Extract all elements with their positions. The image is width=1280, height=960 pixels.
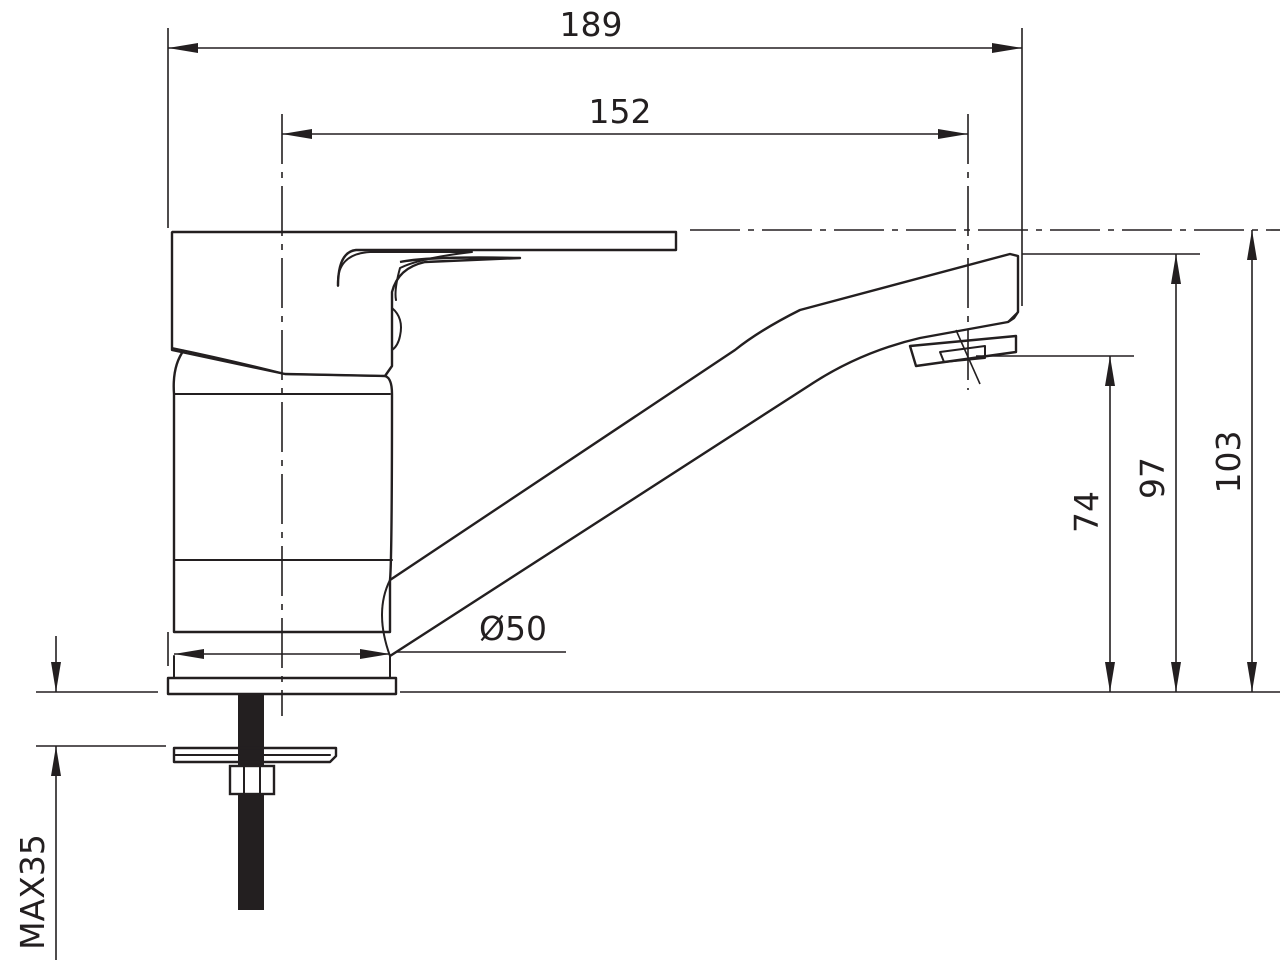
mounting-stud (238, 694, 264, 910)
faucet-outline (166, 230, 1020, 910)
dim-label-97: 97 (1133, 457, 1172, 499)
dim-label-max35: MAX35 (13, 834, 52, 950)
dim-label-74: 74 (1067, 491, 1106, 533)
lever-handle (170, 230, 678, 378)
mounting-plate (172, 746, 338, 764)
dim-label-50: Ø50 (479, 609, 547, 648)
dim-label-189: 189 (560, 5, 623, 44)
base-flange (166, 676, 398, 696)
spout (389, 252, 1020, 658)
centerlines (281, 114, 1280, 716)
dim-label-152: 152 (589, 92, 652, 131)
extension-lines (36, 28, 1280, 747)
dimension-labels: 189 152 Ø50 74 97 103 MAX35 (13, 5, 1248, 950)
aerator (908, 334, 1018, 368)
faucet-body (172, 349, 394, 634)
dim-label-103: 103 (1209, 431, 1248, 494)
mounting-nut (228, 764, 276, 796)
dimension-lines (51, 43, 1257, 960)
